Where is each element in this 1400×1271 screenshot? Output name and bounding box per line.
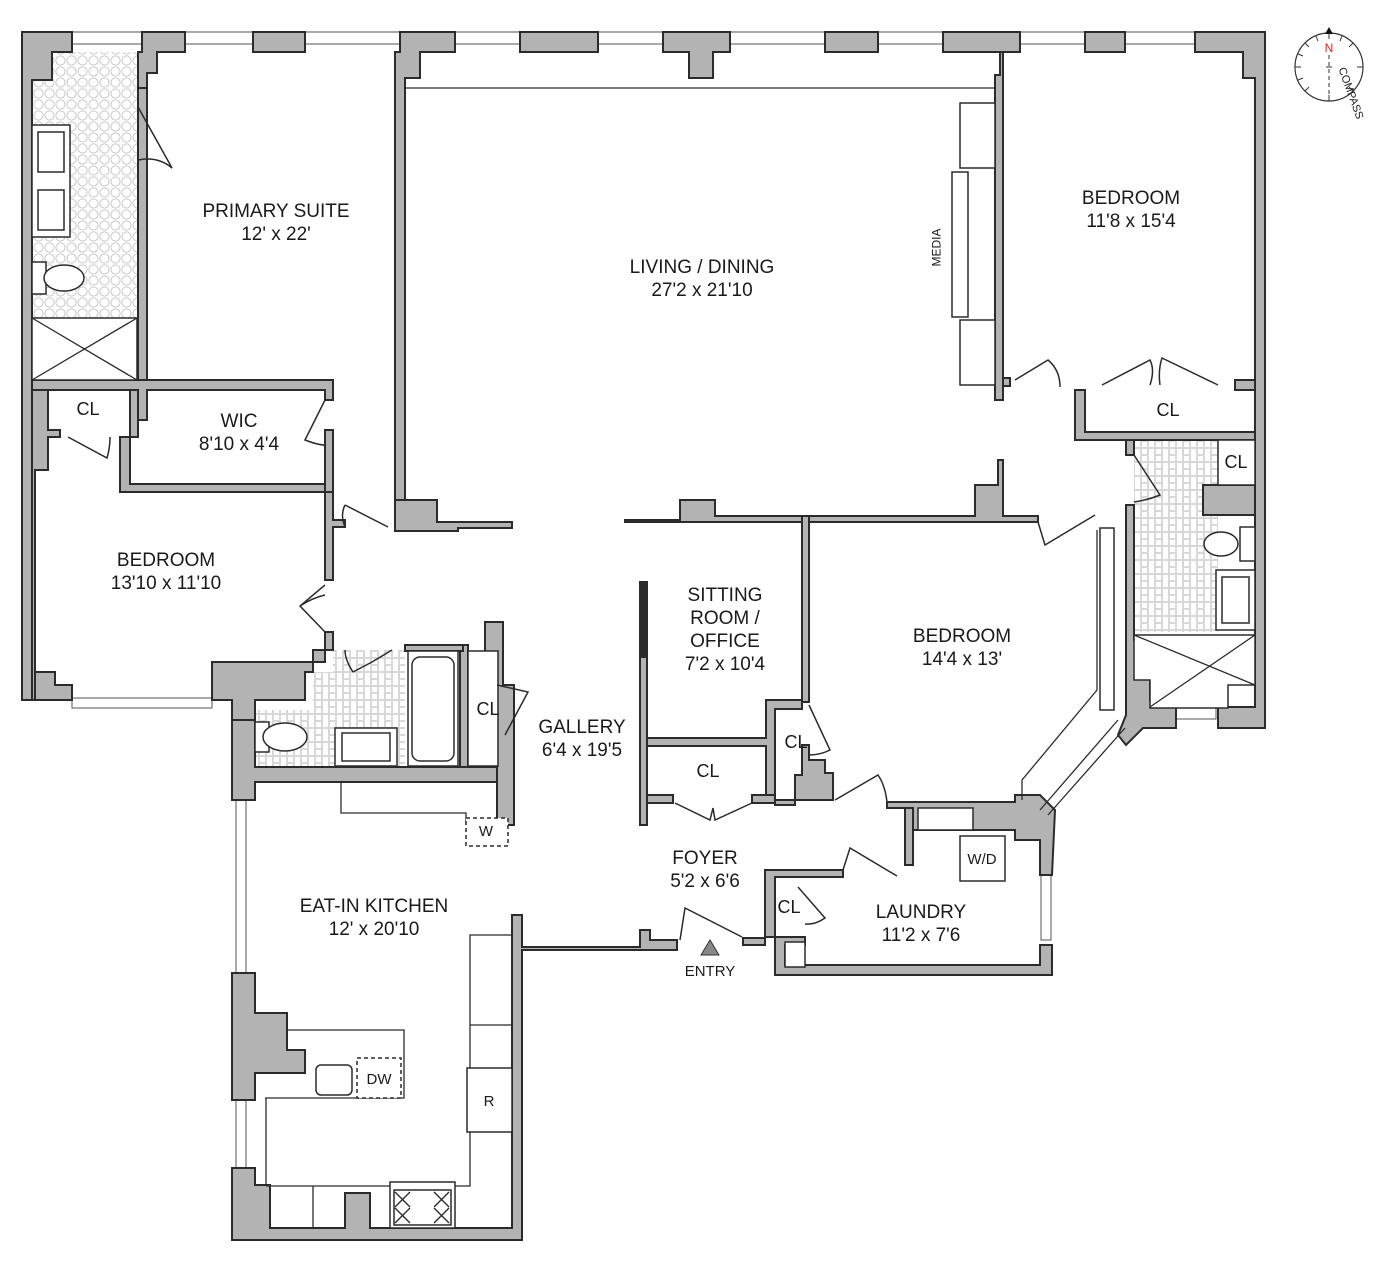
doors (67, 106, 1219, 941)
room-dimensions: 12' x 20'10 (328, 919, 420, 940)
entry-label: ENTRY (684, 963, 736, 980)
room-primary-suite: PRIMARY SUITE 12' x 22' (202, 200, 349, 246)
room-living-dining: LIVING / DINING 27'2 x 21'10 (630, 256, 775, 302)
fixtures (31, 87, 1256, 1229)
room-dimensions: 11'2 x 7'6 (881, 925, 961, 946)
room-name: BEDROOM (1081, 188, 1181, 209)
room-wic: WIC 8'10 x 4'4 (199, 410, 279, 456)
closet-label: CL (476, 699, 500, 719)
room-gallery: GALLERY 6'4 x 19'5 (538, 716, 625, 762)
room-name: GALLERY (538, 717, 626, 738)
room-name: PRIMARY SUITE (202, 201, 350, 222)
room-name: WIC (220, 411, 258, 432)
room-dimensions: 6'4 x 19'5 (541, 740, 623, 761)
room-kitchen: EAT-IN KITCHEN 12' x 20'10 (300, 895, 449, 941)
room-dimensions: 12' x 22' (241, 224, 311, 245)
room-laundry: LAUNDRY 11'2 x 7'6 (876, 901, 966, 947)
room-bedroom-west: BEDROOM 13'10 x 11'10 (111, 549, 221, 595)
room-name: LAUNDRY (875, 902, 967, 923)
room-name-line: SITTING (687, 585, 763, 606)
east-bath-floor (1134, 440, 1218, 632)
media-label: MEDIA (929, 228, 944, 267)
washer-dryer-label: W/D (967, 851, 997, 868)
room-name: LIVING / DINING (629, 257, 775, 278)
room-dimensions: 14'4 x 13' (921, 649, 1003, 670)
room-dimensions: 7'2 x 10'4 (684, 654, 766, 675)
room-name: BEDROOM (116, 550, 216, 571)
compass-icon (1294, 27, 1364, 102)
closet-label: CL (1224, 452, 1248, 472)
room-dimensions: 27'2 x 21'10 (651, 280, 753, 301)
closet-label: CL (1156, 400, 1180, 420)
room-name: FOYER (672, 848, 738, 869)
dishwasher-label: DW (366, 1071, 392, 1088)
closet-label: CL (696, 761, 720, 781)
closet-label: CL (777, 897, 801, 917)
room-dimensions: 11'8 x 15'4 (1086, 211, 1176, 232)
room-dimensions: 13'10 x 11'10 (110, 573, 222, 594)
room-bedroom-northeast: BEDROOM 11'8 x 15'4 (1082, 187, 1180, 233)
closet-label: CL (76, 399, 100, 419)
refrigerator-label: R (483, 1093, 495, 1110)
room-dimensions: 8'10 x 4'4 (198, 434, 280, 455)
walls (21, 31, 1266, 1241)
compass-north-label: N (1324, 41, 1334, 55)
room-name-line: ROOM / (690, 608, 760, 629)
room-dimensions: 5'2 x 6'6 (670, 871, 740, 892)
room-name-line: OFFICE (690, 631, 760, 652)
room-foyer: FOYER 5'2 x 6'6 (670, 847, 740, 893)
closet-label: CL (784, 732, 808, 752)
room-name: BEDROOM (912, 626, 1012, 647)
room-sitting-room: SITTING ROOM / OFFICE 7'2 x 10'4 (685, 584, 765, 676)
wine-fridge-label: W (478, 823, 494, 840)
room-name: EAT-IN KITCHEN (299, 896, 449, 917)
room-bedroom-east: BEDROOM 14'4 x 13' (913, 625, 1011, 671)
